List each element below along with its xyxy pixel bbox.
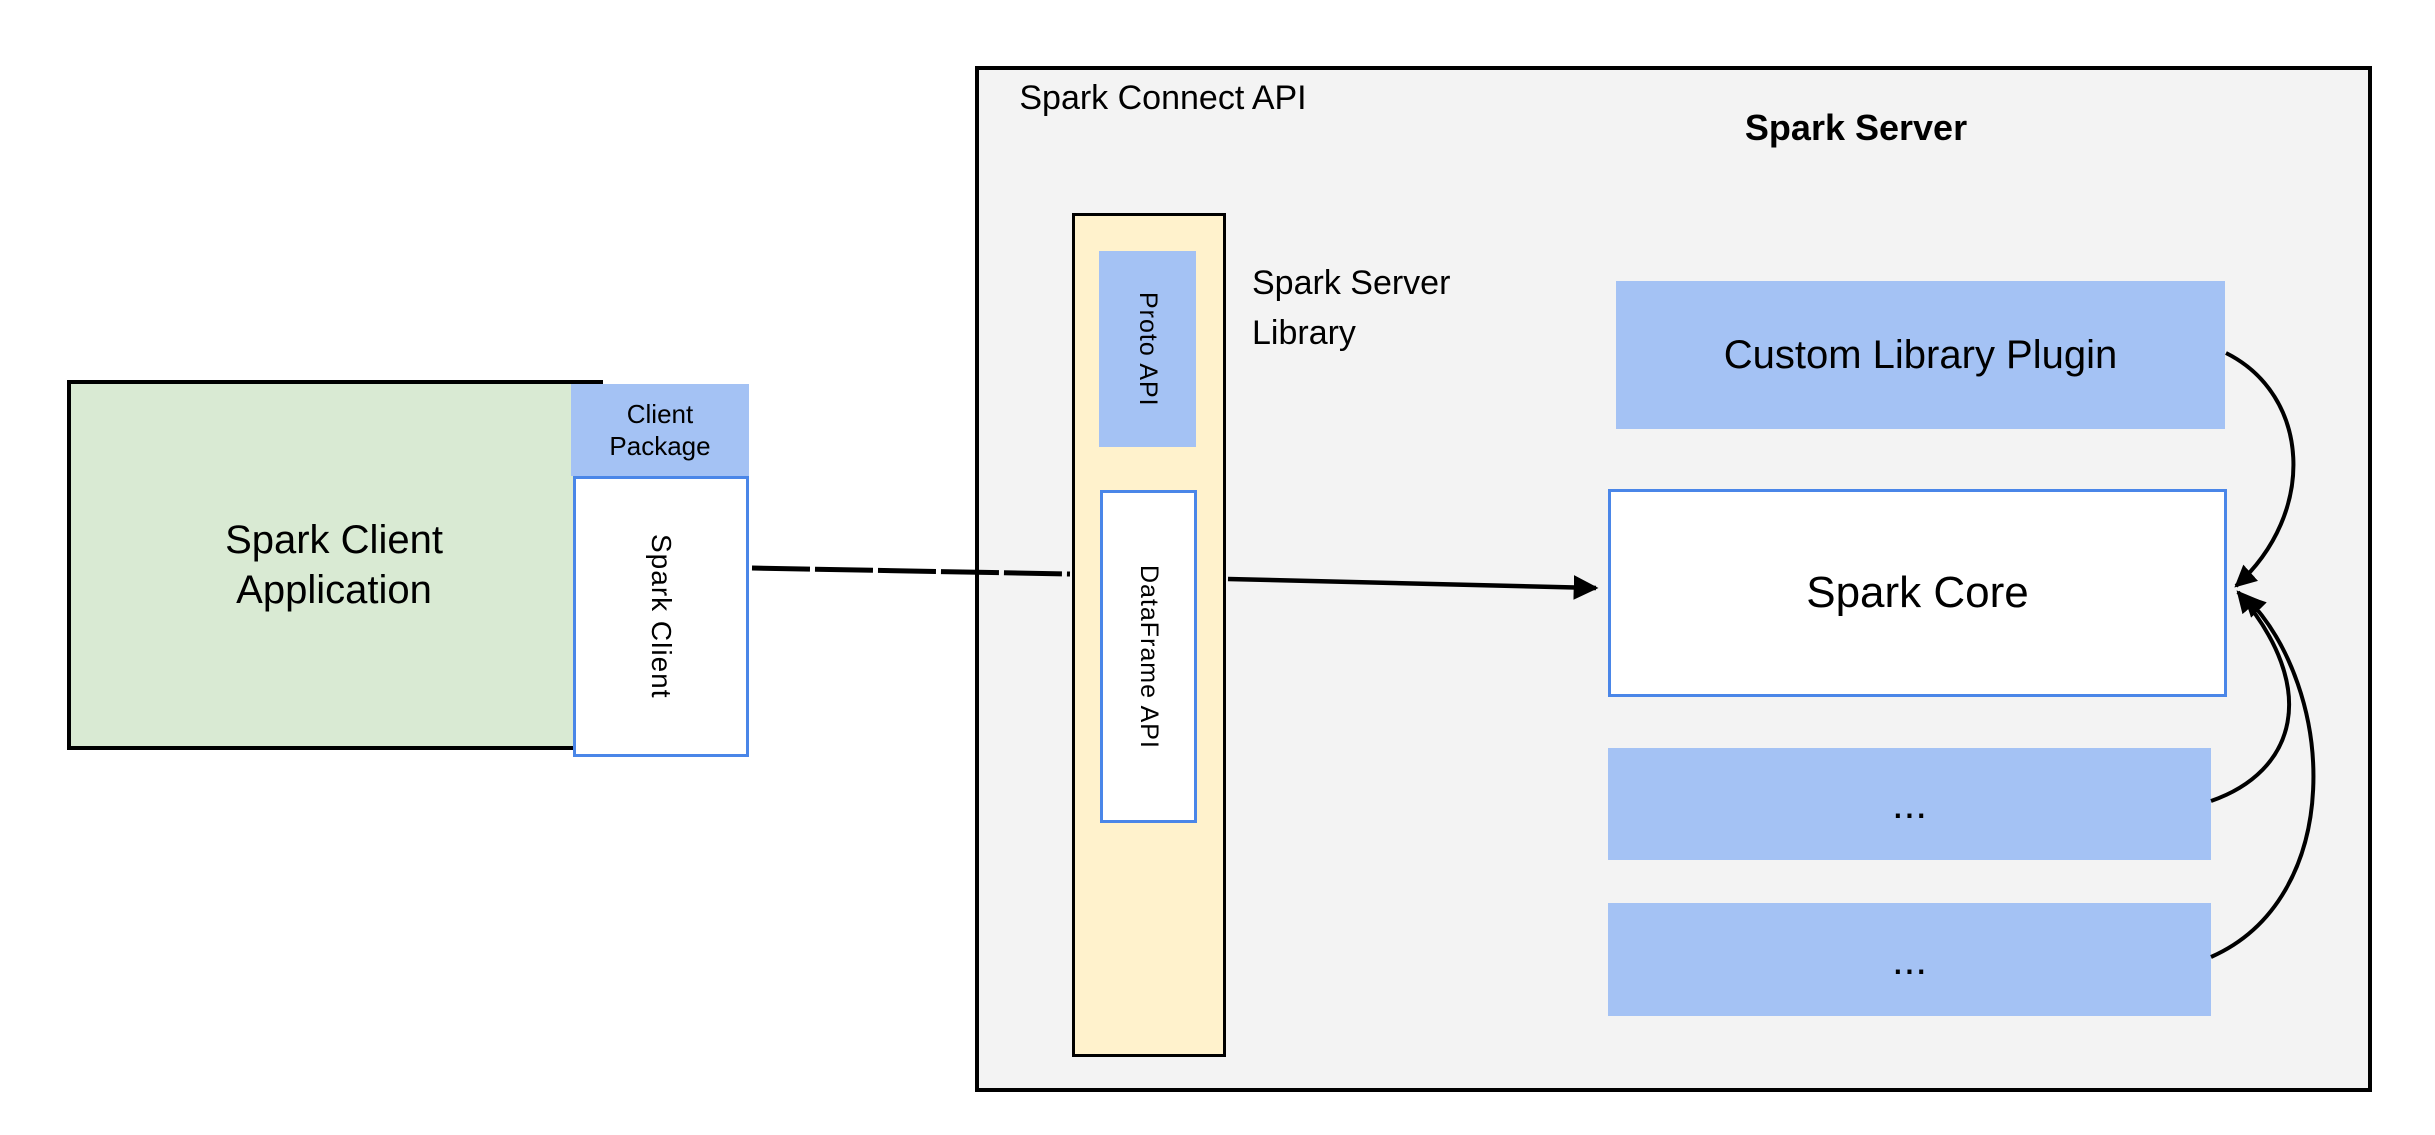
spark-core-label: Spark Core bbox=[1806, 568, 2029, 617]
proto-api-box: Proto API bbox=[1099, 251, 1196, 447]
spark-client-application-label: Spark Client Application bbox=[225, 518, 443, 612]
server-module-ellipsis-label: ... bbox=[1891, 935, 1927, 983]
client-package-box: Client Package bbox=[571, 384, 749, 476]
server-module-row: ... bbox=[1608, 903, 2211, 1016]
server-module-row: ... bbox=[1608, 748, 2211, 860]
proto-api-label: Proto API bbox=[1134, 291, 1162, 407]
spark-server-library-label: Spark Server Library bbox=[1252, 264, 1451, 352]
green-box-top-border-overlap bbox=[569, 380, 603, 384]
server-module-ellipsis-label: ... bbox=[1891, 780, 1927, 827]
spark-core-box: Spark Core bbox=[1608, 489, 2227, 697]
spark-client-application-box: Spark Client Application bbox=[67, 380, 601, 750]
client-package-label: Client Package bbox=[609, 398, 711, 462]
dataframe-api-box: DataFrame API bbox=[1100, 490, 1197, 823]
custom-library-plugin-box: Custom Library Plugin bbox=[1616, 281, 2225, 429]
custom-library-plugin-label: Custom Library Plugin bbox=[1723, 332, 2118, 377]
spark-connect-api-title: Spark Connect API bbox=[1019, 79, 1307, 117]
spark-client-label: Spark Client bbox=[646, 534, 677, 699]
dataframe-api-label: DataFrame API bbox=[1135, 564, 1163, 749]
spark-client-box: Spark Client bbox=[573, 476, 749, 757]
spark-server-title: Spark Server bbox=[1744, 107, 1968, 148]
